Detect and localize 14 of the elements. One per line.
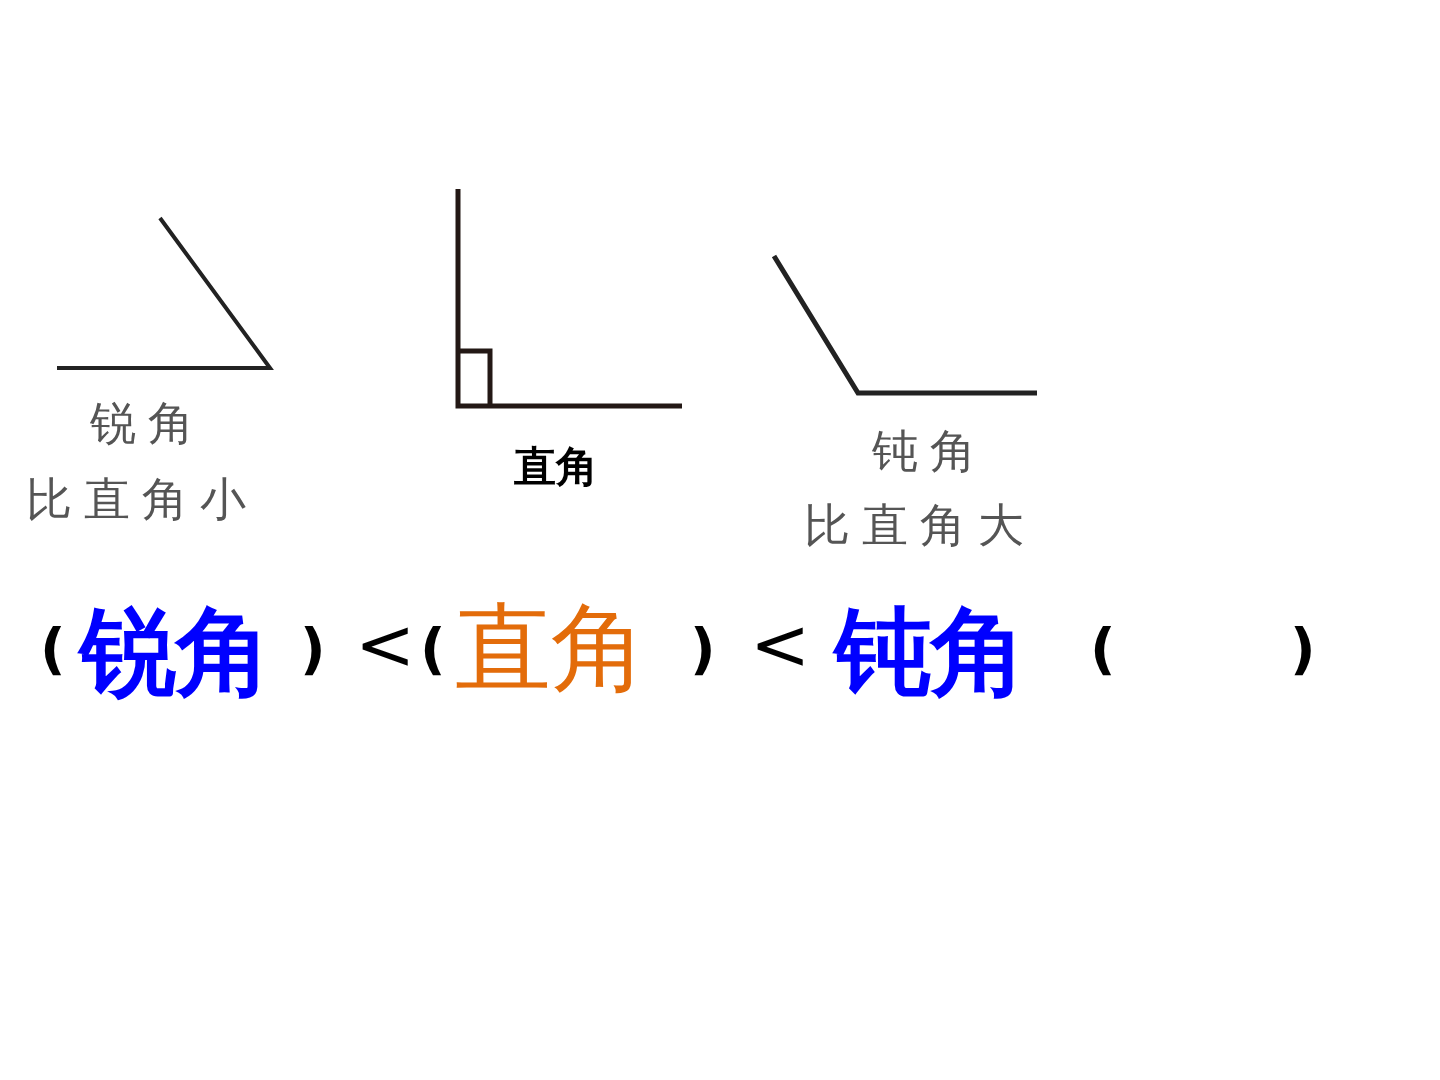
- angle-caption: 比直角小: [26, 474, 258, 525]
- bracket: (: [40, 618, 66, 680]
- less-than-sign: <: [750, 605, 811, 685]
- less-than-sign: <: [355, 605, 416, 685]
- angle-caption: 钝角: [872, 426, 988, 477]
- angle-caption: 直角: [514, 444, 598, 491]
- angle-caption: 锐角: [90, 398, 206, 449]
- bracket: ): [690, 618, 716, 680]
- bracket: ): [300, 618, 326, 680]
- bracket: (: [1090, 618, 1116, 680]
- bracket: ): [1290, 618, 1316, 680]
- bracket: (: [420, 618, 446, 680]
- angle-caption: 比直角大: [804, 500, 1036, 551]
- answer-text: 直角: [455, 596, 647, 702]
